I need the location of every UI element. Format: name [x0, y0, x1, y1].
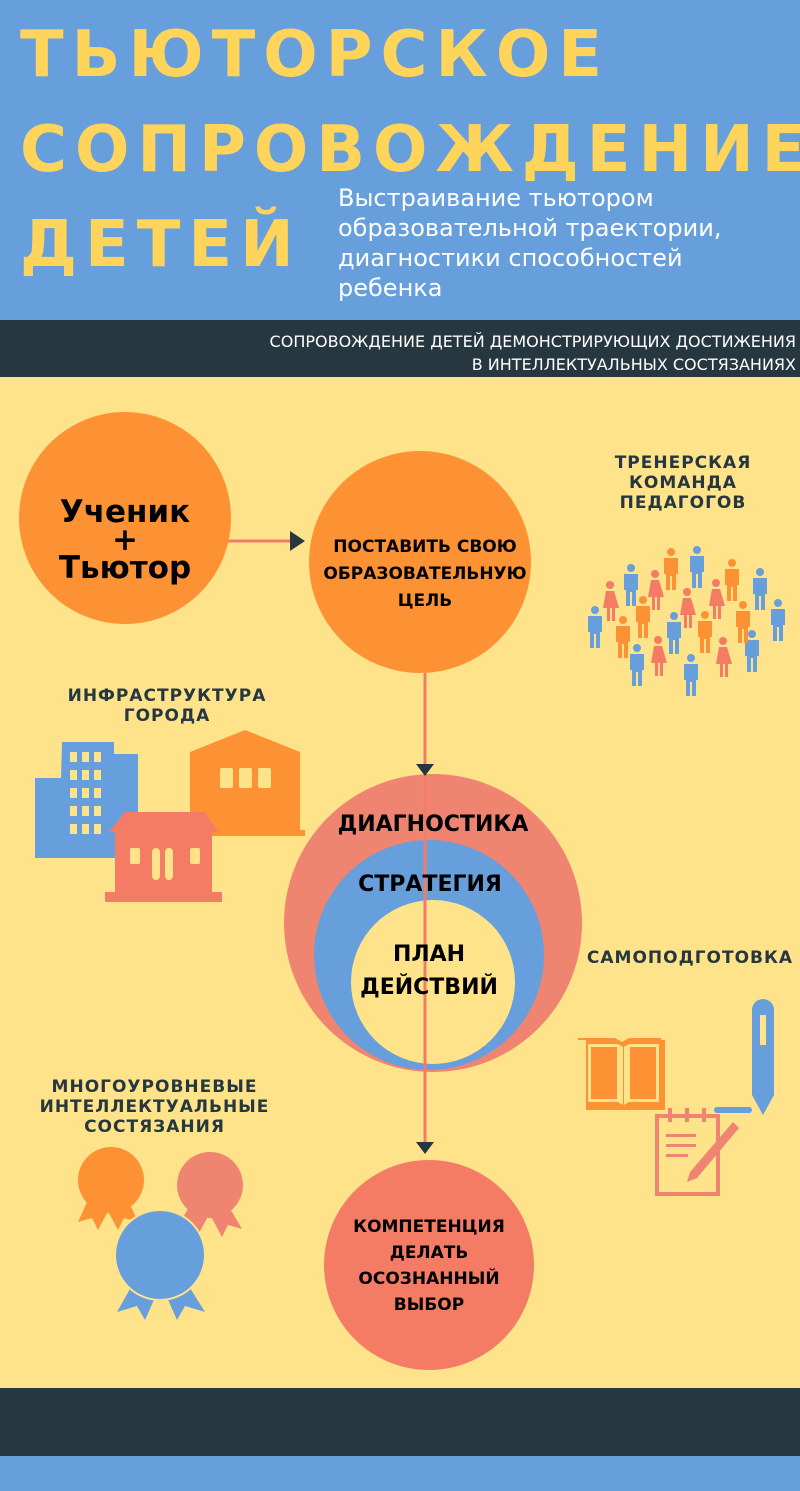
- strategy-label: СТРАТЕГИЯ: [358, 872, 502, 897]
- competence-label: КОМПЕТЕНЦИЯ ДЕЛАТЬ ОСОЗНАННЫЙ ВЫБОР: [353, 1217, 505, 1315]
- diagnostics-label: ДИАГНОСТИКА: [337, 812, 529, 837]
- woman-figure-icon: [648, 570, 664, 610]
- pen-icon: [714, 999, 774, 1115]
- man-figure-icon: [616, 616, 630, 658]
- band-line-2: В ИНТЕЛЛЕКТУАЛЬНЫХ СОСТЯЗАНИЯХ: [471, 355, 796, 374]
- woman-figure-icon: [603, 581, 619, 621]
- goal-label: ПОСТАВИТЬ СВОЮ ОБРАЗОВАТЕЛЬНУЮ ЦЕЛЬ: [323, 537, 527, 611]
- competitions-label: МНОГОУРОВНЕВЫЕ ИНТЕЛЛЕКТУАЛЬНЫЕ СОСТЯЗАН…: [39, 1077, 270, 1137]
- man-figure-icon: [664, 548, 678, 590]
- footer-blue: [0, 1456, 800, 1491]
- man-figure-icon: [588, 606, 602, 648]
- title-line-1: ТЬЮТОРСКОЕ: [20, 18, 610, 92]
- woman-figure-icon: [716, 637, 732, 677]
- woman-figure-icon: [709, 579, 725, 619]
- title-line-2: СОПРОВОЖДЕНИЕ: [20, 113, 800, 187]
- band-line-1: СОПРОВОЖДЕНИЕ ДЕТЕЙ ДЕМОНСТРИРУЮЩИХ ДОСТ…: [269, 332, 796, 351]
- footer-dark: [0, 1388, 800, 1456]
- people-icon: [588, 546, 785, 696]
- arrow-student-to-goal: [218, 531, 305, 551]
- student-tutor-label: Ученик + Тьютор: [25, 494, 225, 586]
- arrow-to-competence: [416, 776, 434, 1154]
- man-figure-icon: [624, 564, 638, 606]
- woman-figure-icon: [680, 588, 696, 628]
- award-rosettes-icon: [78, 1147, 243, 1320]
- circle-student: [19, 412, 231, 624]
- man-figure-icon: [667, 612, 681, 654]
- woman-figure-icon: [651, 636, 667, 676]
- arrow-goal-to-diagnostics: [416, 673, 434, 776]
- team-label: ТРЕНЕРСКАЯ КОМАНДА ПЕДАГОГОВ: [614, 453, 752, 513]
- nested-circles: [284, 774, 582, 1072]
- man-figure-icon: [736, 601, 750, 643]
- book-icon: [578, 1038, 665, 1110]
- student-label: Ученик: [59, 494, 191, 530]
- circle-competence: [324, 1160, 534, 1370]
- plus-label: +: [112, 522, 138, 558]
- header: [0, 0, 800, 320]
- man-figure-icon: [636, 596, 650, 638]
- tutor-label: Тьютор: [58, 550, 192, 586]
- action-plan-label: ПЛАН ДЕЙСТВИЙ: [360, 942, 498, 1000]
- buildings-icon: [35, 730, 305, 902]
- subheader-band: СОПРОВОЖДЕНИЕ ДЕТЕЙ ДЕМОНСТРИРУЮЩИХ ДОСТ…: [0, 320, 800, 377]
- man-figure-icon: [745, 630, 759, 672]
- self-study-label: САМОПОДГОТОВКА: [586, 948, 794, 968]
- man-figure-icon: [630, 644, 644, 686]
- man-figure-icon: [771, 599, 785, 641]
- subtitle: Выстраивание тьютором образовательной тр…: [338, 184, 722, 302]
- man-figure-icon: [725, 559, 739, 601]
- circle-goal: [309, 451, 531, 673]
- notepad-icon: [655, 1108, 739, 1196]
- man-figure-icon: [753, 568, 767, 610]
- man-figure-icon: [684, 654, 698, 696]
- man-figure-icon: [690, 546, 704, 588]
- infrastructure-label: ИНФРАСТРУКТУРА ГОРОДА: [67, 686, 267, 726]
- title-line-3: ДЕТЕЙ: [20, 208, 302, 282]
- man-figure-icon: [698, 611, 712, 653]
